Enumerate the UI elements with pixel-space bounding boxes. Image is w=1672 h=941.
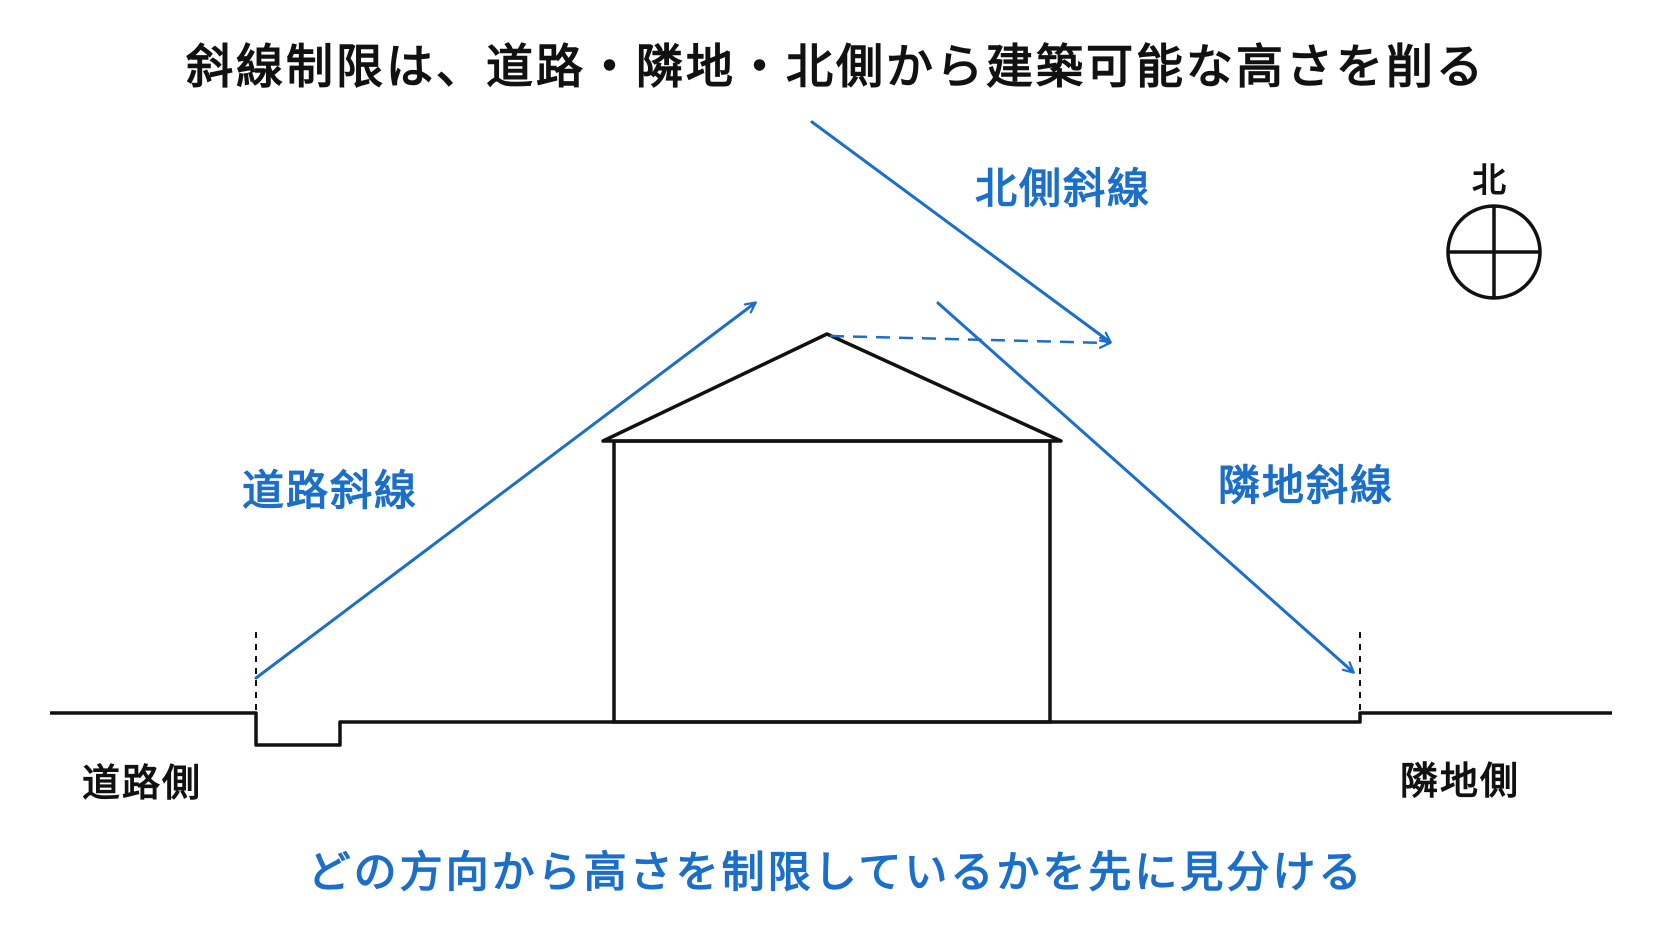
diagram-title: 斜線制限は、道路・隣地・北側から建築可能な高さを削る [186, 40, 1486, 95]
house-body [612, 439, 1052, 724]
road-slant-label: 道路斜線 [242, 466, 419, 515]
road-slant-arrow [254, 303, 755, 680]
house-roof [601, 332, 1063, 443]
north-slant-label: 北側斜線 [975, 164, 1152, 213]
adjacent-slant-label: 隣地斜線 [1218, 461, 1395, 510]
adjacent-side-label: 隣地側 [1400, 759, 1521, 803]
roof-height-dashed-line [829, 334, 1109, 343]
house [601, 332, 1063, 724]
north-slant-arrow [810, 120, 1110, 342]
ground-line [50, 711, 1612, 747]
compass-icon [1446, 204, 1542, 300]
road-side-label: 道路側 [82, 761, 203, 805]
diagram-footer: どの方向から高さを制限しているかを先に見分ける [307, 848, 1365, 898]
north-label: 北 [1472, 161, 1508, 201]
adjacent-slant-arrow [936, 301, 1353, 672]
